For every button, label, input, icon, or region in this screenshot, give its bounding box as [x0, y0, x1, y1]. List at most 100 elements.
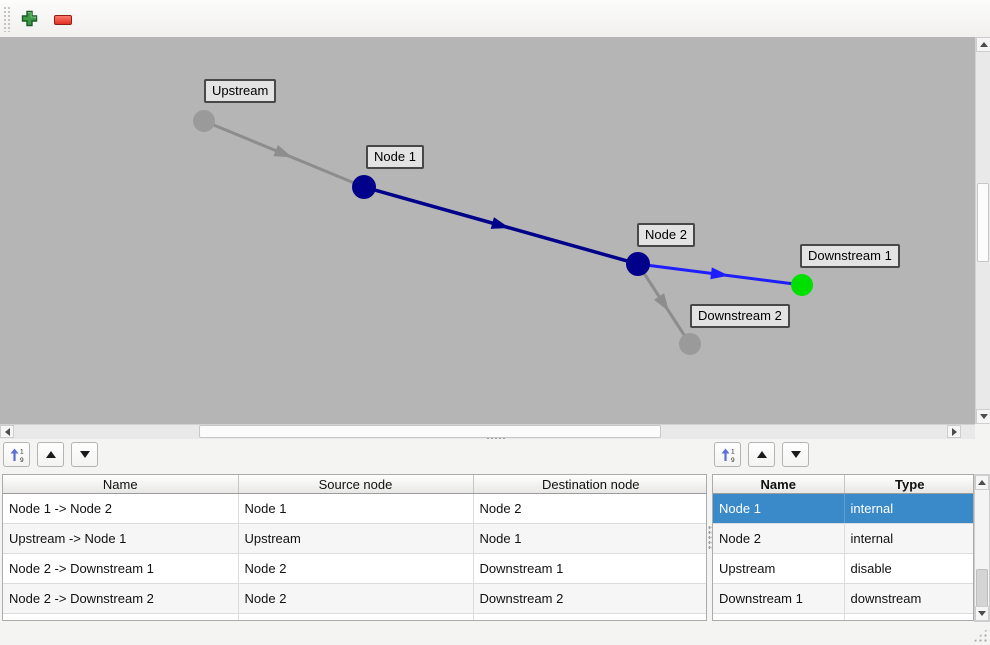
canvas-vertical-scrollbar[interactable]	[975, 37, 990, 424]
node-label-upstream[interactable]: Upstream	[204, 79, 277, 103]
column-header-name[interactable]: Name	[3, 475, 239, 494]
column-header-source-node[interactable]: Source node	[238, 475, 474, 494]
table-cell[interactable]: Node 1	[473, 523, 706, 554]
triangle-left-icon	[4, 427, 10, 436]
move-down-button[interactable]	[782, 442, 809, 467]
table-cell[interactable]: Node 2 -> Downstream 1	[3, 553, 239, 584]
table-cell[interactable]: Upstream -> Node 1	[3, 523, 239, 554]
sort-1-9-icon: 1 9	[721, 448, 735, 463]
scroll-left-button[interactable]	[0, 425, 14, 438]
add-button[interactable]	[21, 10, 38, 30]
graph-node-upstream[interactable]	[193, 110, 215, 132]
triangle-up-icon	[978, 480, 986, 485]
nodes-table-scrollbar[interactable]	[974, 474, 990, 622]
table-cell[interactable]: Downstream 1	[473, 553, 706, 584]
horizontal-scrollbar-thumb[interactable]	[199, 425, 661, 438]
graph-svg	[193, 110, 813, 355]
scroll-up-button[interactable]	[975, 475, 989, 490]
column-header-type[interactable]: Type	[844, 475, 973, 494]
table-cell[interactable]: disable	[844, 553, 973, 584]
vertical-splitter-handle[interactable]	[708, 525, 712, 549]
table-cell[interactable]: Downstream 2	[473, 583, 706, 614]
triangle-up-icon	[45, 451, 56, 458]
nodes-table-toolbar: 1 9	[714, 442, 809, 467]
svg-text:1: 1	[731, 448, 735, 455]
window-resize-grip[interactable]	[973, 628, 988, 642]
table-cell[interactable]	[3, 613, 239, 620]
table-cell[interactable]: Node 2	[713, 523, 845, 554]
scroll-down-button[interactable]	[976, 409, 990, 424]
table-cell[interactable]: Node 2	[473, 493, 706, 524]
table-cell[interactable]	[844, 613, 973, 620]
table-cell[interactable]: downstream	[844, 583, 973, 614]
table-cell[interactable]: internal	[844, 493, 973, 524]
table-row[interactable]	[713, 613, 973, 620]
table-cell[interactable]	[473, 613, 706, 620]
edge-arrow-icon	[490, 217, 510, 229]
graph-node-downstream-1[interactable]	[791, 274, 813, 296]
canvas-horizontal-scrollbar[interactable]	[0, 424, 975, 439]
triangle-down-icon	[790, 451, 801, 458]
table-cell[interactable]: Node 1	[238, 493, 474, 524]
graph-node-node-1[interactable]	[352, 175, 376, 199]
svg-text:9: 9	[731, 457, 735, 463]
node-label-downstream-2[interactable]: Downstream 2	[690, 304, 790, 328]
plus-icon	[21, 10, 38, 27]
table-cell[interactable]: Node 1	[713, 493, 845, 524]
table-cell[interactable]: Node 2	[238, 553, 474, 584]
move-down-button[interactable]	[71, 442, 98, 467]
scroll-up-button[interactable]	[976, 37, 990, 52]
horizontal-splitter-handle[interactable]	[486, 437, 506, 441]
scroll-right-button[interactable]	[947, 425, 961, 438]
move-up-button[interactable]	[37, 442, 64, 467]
graph-node-node-2[interactable]	[626, 252, 650, 276]
triangle-down-icon	[79, 451, 90, 458]
edges-table-toolbar: 1 9	[3, 442, 98, 467]
edge-arrow-icon	[654, 293, 669, 312]
node-label-downstream-1[interactable]: Downstream 1	[800, 244, 900, 268]
scrollbar-thumb[interactable]	[976, 569, 988, 607]
table-cell[interactable]: Upstream	[238, 523, 474, 554]
table-cell[interactable]: Node 1 -> Node 2	[3, 493, 239, 524]
sort-button[interactable]: 1 9	[714, 442, 741, 467]
scroll-down-button[interactable]	[975, 606, 989, 621]
graph-node-downstream-2[interactable]	[679, 333, 701, 355]
edge-arrow-icon	[710, 267, 729, 280]
sort-button[interactable]: 1 9	[3, 442, 30, 467]
table-cell[interactable]	[238, 613, 474, 620]
column-header-destination-node[interactable]: Destination node	[473, 475, 706, 494]
table-cell[interactable]	[713, 613, 845, 620]
vertical-scrollbar-thumb[interactable]	[977, 183, 989, 262]
toolbar-drag-handle[interactable]	[3, 6, 11, 32]
column-header-name[interactable]: Name	[713, 475, 845, 494]
table-cell[interactable]: Node 2 -> Downstream 2	[3, 583, 239, 614]
node-label-node-1[interactable]: Node 1	[366, 145, 424, 169]
main-toolbar	[0, 0, 990, 38]
table-cell[interactable]: Downstream 1	[713, 583, 845, 614]
table-cell[interactable]: internal	[844, 523, 973, 554]
table-cell[interactable]: Node 2	[238, 583, 474, 614]
table-cell[interactable]: Upstream	[713, 553, 845, 584]
node-label-node-2[interactable]: Node 2	[637, 223, 695, 247]
move-up-button[interactable]	[748, 442, 775, 467]
triangle-up-icon	[756, 451, 767, 458]
remove-button[interactable]	[54, 15, 72, 25]
svg-text:9: 9	[20, 457, 24, 463]
table-row[interactable]	[3, 613, 706, 620]
triangle-right-icon	[951, 427, 957, 436]
sort-1-9-icon: 1 9	[10, 448, 24, 463]
